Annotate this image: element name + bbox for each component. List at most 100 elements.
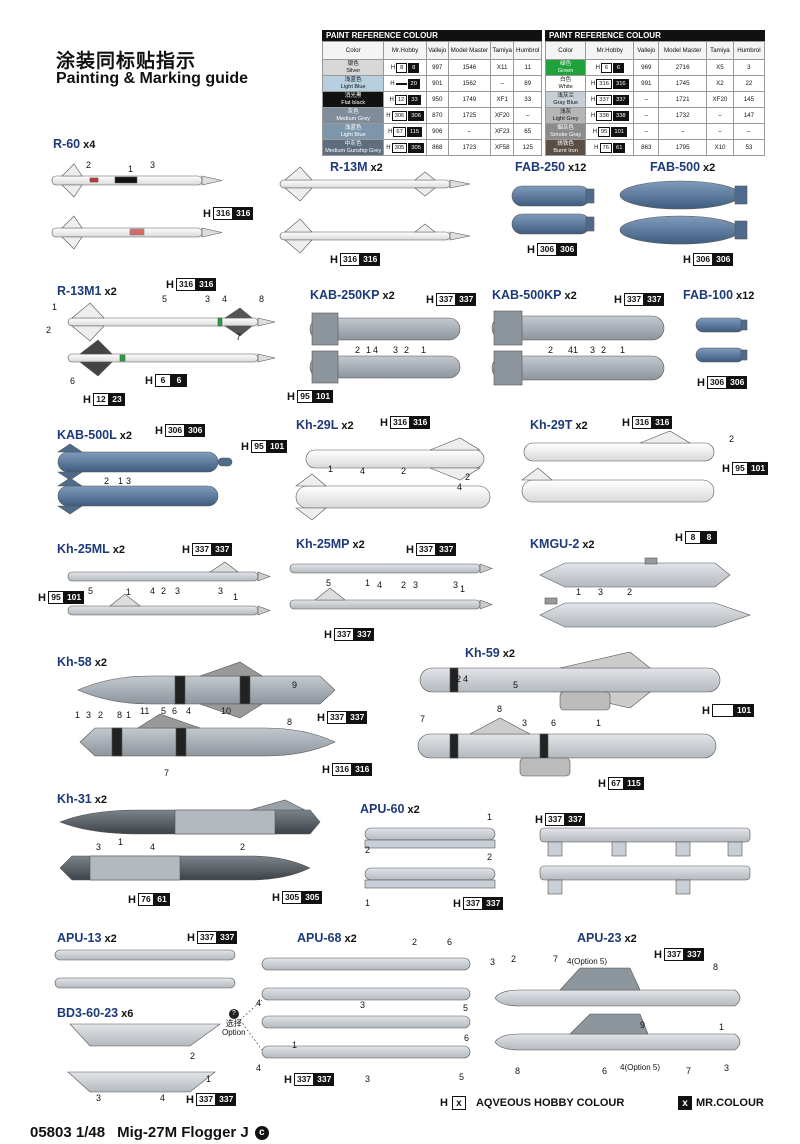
fab100-bomb-top (695, 317, 748, 333)
part-number: 1 (328, 464, 334, 474)
part-number: 1 (126, 710, 132, 720)
part-number: 3 (522, 718, 528, 728)
part-number: 11 (140, 706, 150, 716)
part-number: 2 (190, 1051, 196, 1061)
part-number: 3 (360, 1000, 366, 1010)
kab500l-bomb-top (57, 443, 233, 481)
part-number: 2 (404, 345, 410, 355)
part-number: 5 (513, 680, 519, 690)
part-number: 3 (126, 476, 132, 486)
part-number: 2 (729, 434, 735, 444)
part-number: 2 (401, 580, 407, 590)
kmgu2-pod-top (539, 557, 731, 588)
kab500kp-bomb-top (491, 310, 665, 346)
paint-code-mm: 1723 (447, 139, 491, 156)
part-number: 9 (640, 1020, 646, 1030)
part-number: 2 (548, 345, 554, 355)
part-number: 7 (420, 714, 426, 724)
part-number: 3 (393, 345, 399, 355)
part-number: 3 (150, 160, 156, 170)
r13m-missile-top (279, 166, 471, 202)
kh58-missile-bottom (79, 713, 336, 757)
part-number: 3 (590, 345, 596, 355)
part-number: 2 (355, 345, 361, 355)
part-number: 1 (126, 587, 132, 597)
table-header: Humbrol (513, 41, 542, 60)
kab250kp-bomb-top (309, 312, 461, 346)
kh25ml-missile-top (67, 561, 271, 582)
part-number: 1 (118, 837, 124, 847)
kh25mp-missile-top (289, 563, 493, 574)
fab100-bomb-bottom (695, 347, 748, 363)
option-label: 4(Option 5) (567, 957, 608, 966)
part-number: 8 (497, 704, 503, 714)
part-number: 2 (456, 674, 462, 684)
kab500l-bomb-bottom (57, 477, 219, 515)
bd3-pylon-top (69, 1023, 221, 1047)
part-number: 3 (175, 586, 181, 596)
part-number: 1 (573, 345, 579, 355)
part-number: 1 (118, 476, 124, 486)
kh59-missile-bottom (417, 717, 717, 777)
kh31-missile-top (59, 799, 321, 835)
part-number: 6 (172, 706, 178, 716)
part-number: 6 (551, 718, 557, 728)
apu13-rail-bottom (54, 977, 236, 989)
part-number: 5 (463, 1003, 469, 1013)
bd3-pylon-bottom (67, 1071, 216, 1093)
paint-code-vallejo: 863 (633, 139, 660, 156)
part-number: 5 (326, 578, 332, 588)
apu68-rail-3 (261, 1015, 471, 1029)
part-number: 4 (377, 580, 383, 590)
apu60-rack (539, 827, 751, 857)
part-number: 5 (88, 586, 94, 596)
part-number: 4 (150, 842, 156, 852)
footer: 05803 1/48 Mig-27M Flogger J c (30, 1124, 269, 1141)
table-header: Humbrol (732, 41, 766, 60)
part-number: 10 (221, 706, 232, 716)
part-number: 2 (365, 845, 371, 855)
kh29t-missile-top (523, 430, 715, 462)
part-number: 4 (360, 466, 366, 476)
part-number: 7 (686, 1066, 692, 1076)
part-number: 1 (366, 345, 372, 355)
apu60-rack-side (539, 865, 751, 895)
table-header: Vallejo (633, 41, 660, 60)
part-number: 2 (412, 937, 418, 947)
part-number: 6 (602, 1066, 608, 1076)
apu13-rail-top (54, 949, 236, 961)
r13m1-missile-top (67, 302, 276, 342)
kh31-missile-bottom (59, 855, 311, 881)
part-number: 2 (401, 466, 407, 476)
part-number: 4 (463, 674, 469, 684)
part-number: 4 (457, 482, 463, 492)
part-number: 3 (453, 580, 459, 590)
part-number: 7 (164, 768, 170, 778)
paint-code-humbrol: 53 (732, 139, 766, 156)
